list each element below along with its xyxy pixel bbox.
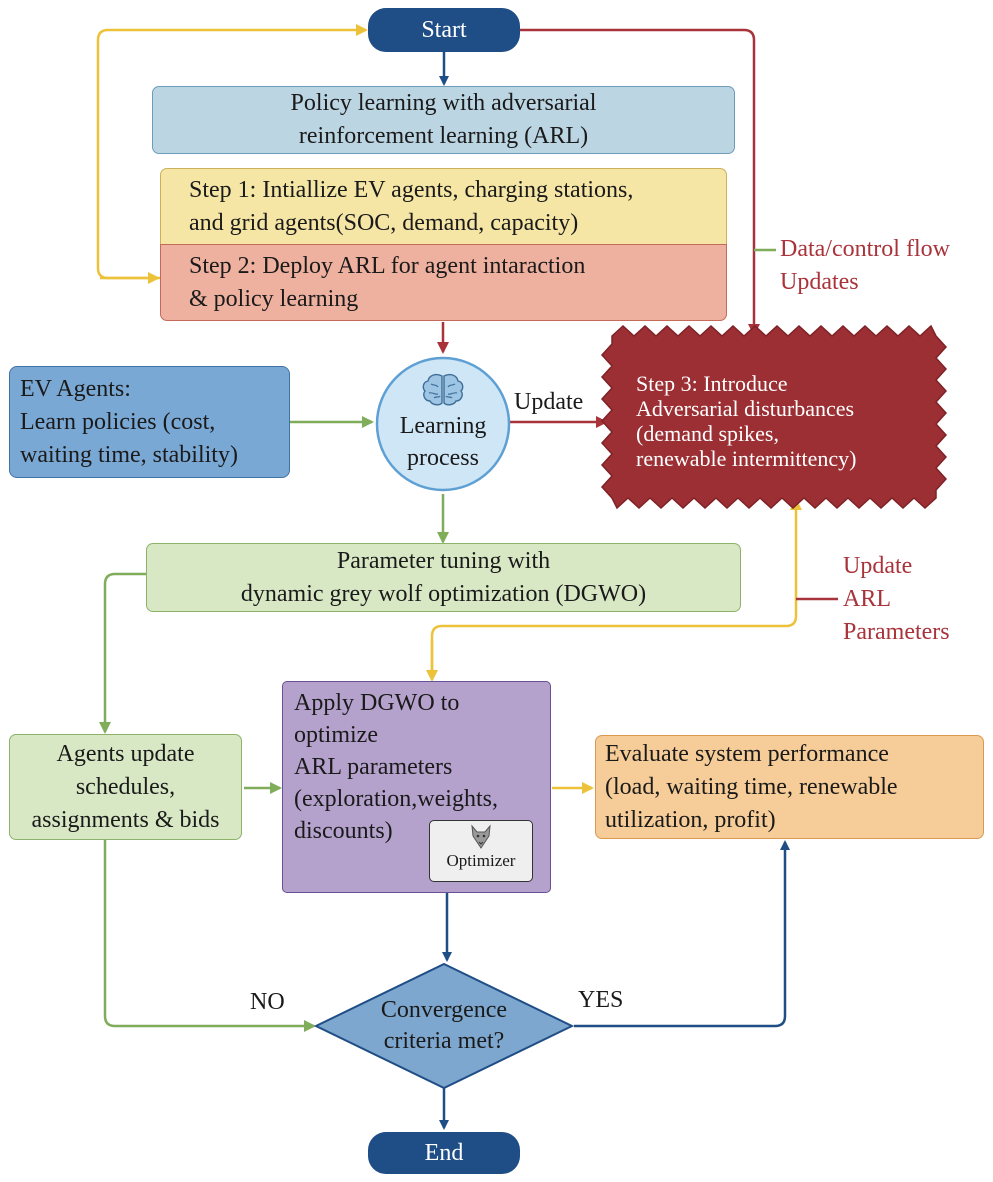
brain-icon — [422, 373, 464, 406]
param-line-1: Parameter tuning with — [336, 547, 551, 574]
end-terminal: End — [368, 1132, 520, 1174]
step1-line-2: and grid agents(SOC, demand, capacity) — [189, 209, 579, 236]
agents-update-box: Agents update schedules, assignments & b… — [9, 734, 242, 840]
ev-agents-line-1: EV Agents: — [20, 375, 131, 402]
step2-box: Step 2: Deploy ARL for agent intaraction… — [160, 244, 727, 321]
start-terminal: Start — [368, 8, 520, 52]
learning-line-1: Learning — [399, 413, 487, 439]
update-label: Update — [514, 389, 584, 415]
yes-label: YES — [578, 987, 624, 1013]
param-tuning-box: Parameter tuning with dynamic grey wolf … — [146, 543, 741, 612]
convergence-diamond — [313, 962, 575, 1090]
step1-box: Step 1: Intiallize EV agents, charging s… — [160, 168, 727, 244]
policy-learning-box: Policy learning with adversarial reinfor… — [152, 86, 735, 154]
step1-line-1: Step 1: Intiallize EV agents, charging s… — [189, 176, 634, 203]
evaluate-line-3: utilization, profit) — [605, 806, 776, 833]
agents-line-3: assignments & bids — [31, 806, 220, 833]
agents-line-1: Agents update — [56, 740, 195, 767]
dataflow-line-2: Updates — [780, 269, 859, 295]
evaluate-line-2: (load, waiting time, renewable — [605, 773, 898, 800]
ev-agents-line-3: waiting time, stability) — [20, 441, 238, 468]
convergence-line-1: Convergence — [380, 997, 508, 1023]
evaluate-box: Evaluate system performance (load, waiti… — [595, 735, 984, 839]
step2-line-1: Step 2: Deploy ARL for agent intaraction — [189, 252, 586, 279]
update-arl-line-2: ARL — [843, 586, 891, 612]
arrow-convergence-evaluate — [574, 840, 790, 1028]
evaluate-line-1: Evaluate system performance — [605, 740, 889, 767]
learning-line-2: process — [407, 445, 479, 471]
learning-process: Learning process — [377, 372, 509, 474]
step3-line-1: Step 3: Introduce — [636, 371, 788, 396]
dataflow-label: Data/control flow Updates — [780, 233, 950, 299]
apply-line-5: discounts) — [294, 818, 393, 844]
param-line-2: dynamic grey wolf optimization (DGWO) — [240, 580, 647, 607]
ev-agents-box: EV Agents: Learn policies (cost, waiting… — [9, 366, 290, 478]
optimizer-label: Optimizer — [446, 851, 516, 870]
policy-line-1: Policy learning with adversarial — [290, 90, 597, 116]
apply-line-2: optimize — [294, 722, 378, 748]
arrow-param-agents — [99, 572, 146, 734]
wolf-icon — [471, 824, 491, 849]
optimizer-badge: Optimizer — [429, 820, 533, 882]
apply-line-1: Apply DGWO to — [294, 690, 460, 716]
no-label: NO — [250, 989, 285, 1015]
step3-line-2: Adversarial disturbances — [636, 396, 855, 421]
policy-line-2: reinforcement learning (ARL) — [298, 123, 589, 149]
step3-shape — [600, 324, 948, 510]
convergence-line-2: criteria met? — [383, 1028, 505, 1054]
arrow-start-step3 — [520, 28, 760, 336]
end-label: End — [424, 1139, 464, 1166]
ev-agents-line-2: Learn policies (cost, — [20, 408, 216, 435]
arrow-agents-convergence — [103, 840, 316, 1032]
step3-text: Step 3: Introduce Adversarial disturbanc… — [636, 371, 857, 471]
update-arl-line-3: Parameters — [843, 619, 950, 645]
apply-line-4: (exploration,weights, — [294, 786, 498, 812]
step2-line-2: & policy learning — [189, 285, 359, 312]
convergence-text: Convergence criteria met? — [344, 995, 544, 1057]
update-arl-line-1: Update — [843, 553, 913, 579]
agents-line-2: schedules, — [75, 773, 176, 800]
step3-line-4: renewable intermittency) — [636, 446, 857, 471]
step3-line-3: (demand spikes, — [636, 421, 779, 446]
dataflow-line-1: Data/control flow — [780, 236, 950, 262]
apply-line-3: ARL parameters — [294, 754, 453, 780]
arrow-apply-step3 — [430, 498, 802, 678]
learning-circle — [375, 356, 511, 492]
update-arl-label: Update ARL Parameters — [843, 550, 950, 649]
start-label: Start — [421, 16, 467, 43]
